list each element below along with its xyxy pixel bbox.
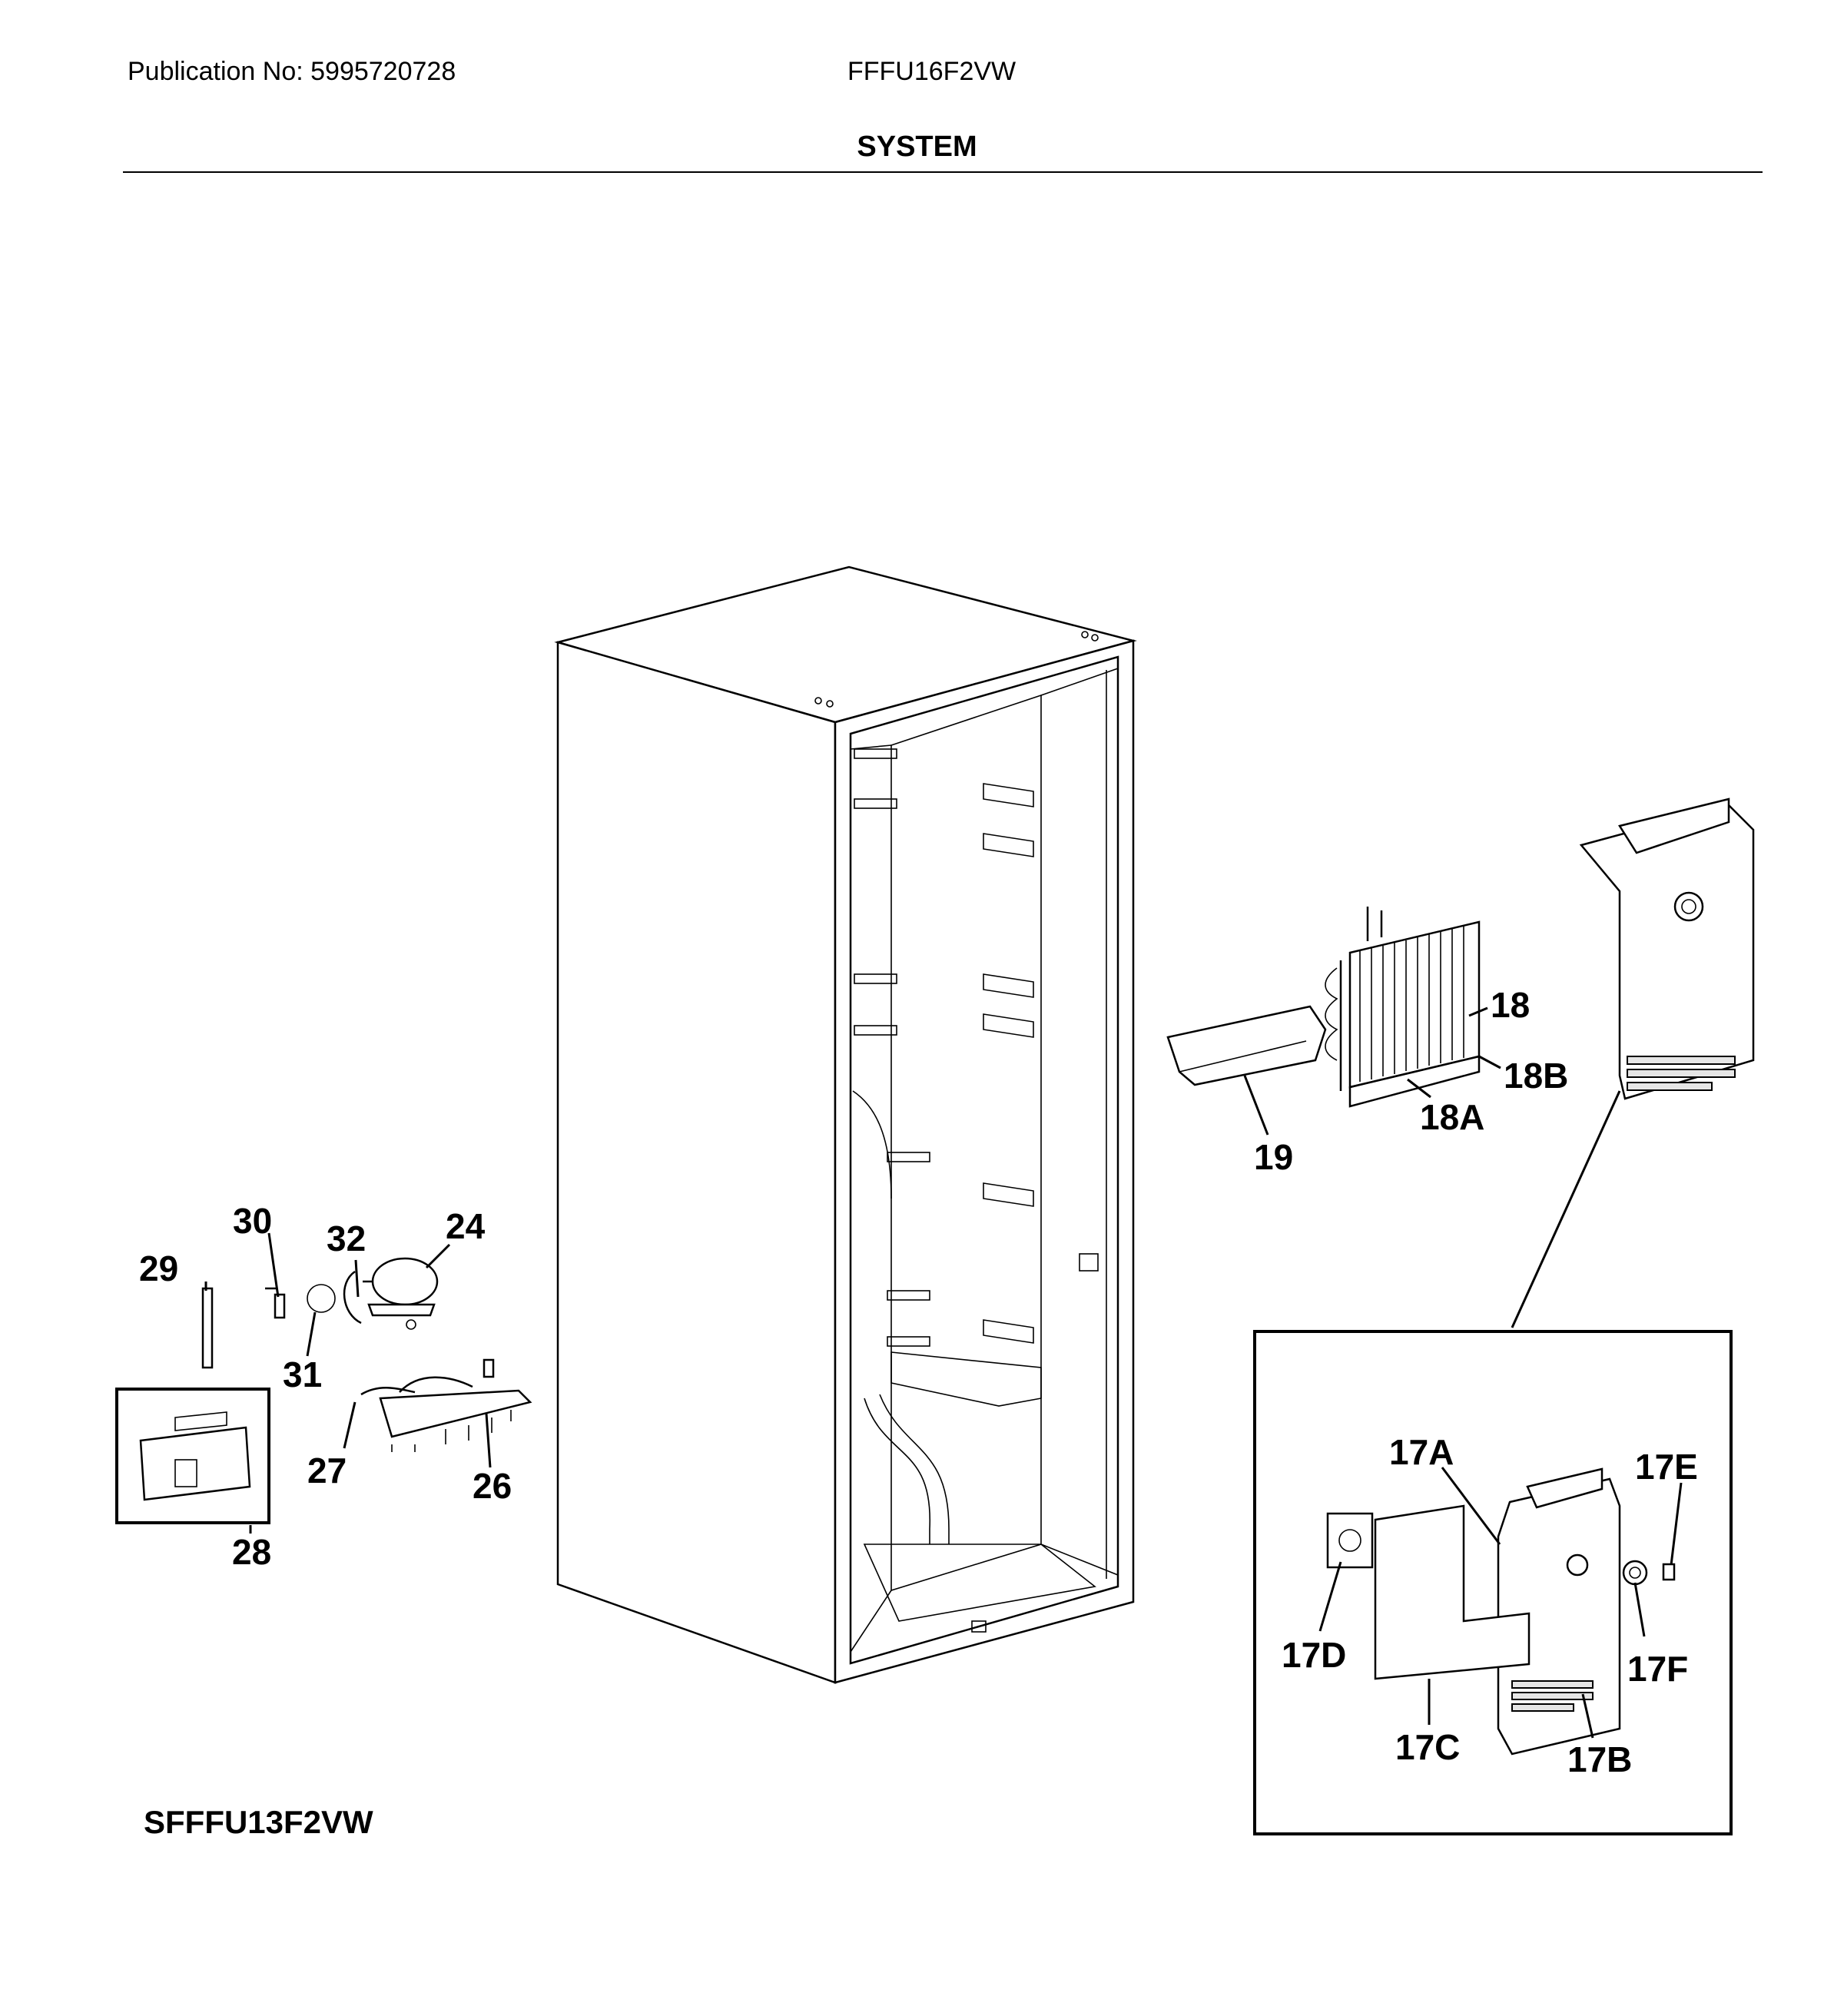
drain-pan-box [115, 1388, 270, 1524]
leader-lines [204, 1006, 1683, 1739]
callout-26: 26 [473, 1466, 512, 1506]
callout-17d: 17D [1282, 1635, 1346, 1675]
callout-17e: 17E [1635, 1447, 1698, 1487]
callout-28: 28 [232, 1532, 271, 1572]
base-plate-drawing [360, 1358, 532, 1452]
cabinet-drawing [554, 565, 1137, 1684]
callout-labels: 18 18B 18A 19 24 32 30 29 31 26 27 28 17… [139, 985, 1698, 1779]
wire-32 [343, 1270, 362, 1325]
overload-drawing [307, 1284, 336, 1313]
callout-29: 29 [139, 1248, 178, 1288]
model-number: FFFU16F2VW [847, 57, 1016, 86]
callout-19: 19 [1254, 1137, 1293, 1177]
tube-29-drawing [201, 1287, 214, 1369]
evaporator-fins [1359, 926, 1464, 1082]
drain-trough-drawing [1166, 1005, 1327, 1086]
callout-30: 30 [233, 1201, 272, 1241]
inset-box [1253, 1330, 1733, 1835]
callout-17b: 17B [1567, 1739, 1632, 1779]
leader-cover-to-inset [1511, 1090, 1621, 1328]
drier-drawing [265, 1287, 286, 1319]
inset-cover-drawing [1497, 1467, 1621, 1756]
cover-vents [1627, 1056, 1736, 1091]
evaporator-cover-drawing [1579, 797, 1755, 1100]
callout-18a: 18A [1420, 1097, 1484, 1137]
inset-knob-drawing [1622, 1560, 1676, 1586]
callout-24: 24 [446, 1206, 486, 1246]
publication-number: Publication No: 5995720728 [128, 57, 456, 86]
callout-18: 18 [1491, 985, 1530, 1025]
shelf-rails-left [854, 748, 930, 1347]
callout-17a: 17A [1389, 1432, 1454, 1472]
shelf-rails-right [983, 783, 1034, 1344]
header-divider [123, 171, 1763, 173]
callout-32: 32 [327, 1219, 366, 1258]
compressor-drawing [363, 1257, 439, 1330]
callout-17f: 17F [1627, 1649, 1688, 1689]
drain-pan-drawing [139, 1411, 251, 1501]
callout-27: 27 [307, 1451, 347, 1490]
callout-17c: 17C [1395, 1727, 1460, 1767]
variant-model: SFFFU13F2VW [144, 1804, 373, 1840]
callout-31: 31 [283, 1354, 322, 1394]
section-title: SYSTEM [857, 131, 977, 163]
evaporator-drawing [1325, 907, 1481, 1108]
inset-cover-vents [1511, 1680, 1594, 1712]
callout-18b: 18B [1504, 1056, 1568, 1096]
inset-damper-drawing [1326, 1512, 1374, 1569]
inset-duct-drawing [1374, 1504, 1531, 1680]
